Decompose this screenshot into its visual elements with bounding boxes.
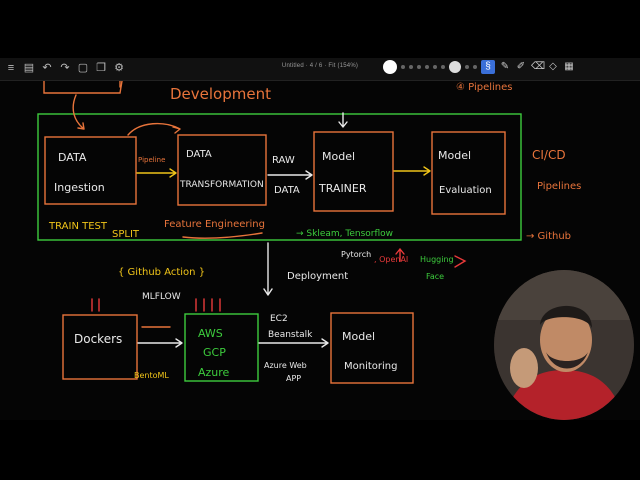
lasso-icon[interactable]: § <box>481 60 495 74</box>
azure-label: Azure <box>198 366 230 379</box>
data-ingestion-box <box>44 136 137 205</box>
model-evaluation-box <box>431 131 506 215</box>
deployment-label: Deployment <box>287 271 348 282</box>
eval-line2: Evaluation <box>439 185 492 196</box>
ingestion-line2: Ingestion <box>54 181 105 194</box>
toolbar-left-group: ≡ ▤ ↶ ↷ ▢ ❐ ⚙ <box>4 61 126 75</box>
pytorch-label: Pytorch <box>341 250 371 259</box>
eval-line1: Model <box>438 149 471 162</box>
pipelines-top-label: ④ Pipelines <box>456 82 513 93</box>
hugging-label: Hugging <box>420 255 454 264</box>
azure-web-label: Azure Web <box>264 361 307 370</box>
highlighter-icon[interactable]: ✐ <box>516 61 526 72</box>
copy-icon[interactable]: ❐ <box>96 62 106 74</box>
pen-size-swatch[interactable] <box>449 61 461 73</box>
train-test-line1: TRAIN TEST <box>48 221 108 232</box>
cicd-label: CI/CD <box>532 148 566 162</box>
train-test-line2: SPLIT <box>112 229 140 240</box>
color-swatch-3[interactable] <box>417 65 421 69</box>
gcp-label: GCP <box>203 346 226 359</box>
presenter-image <box>494 270 634 420</box>
toolbar-right-group: § ✎ ✐ ⌫ ◇ ▦ <box>383 60 575 74</box>
grid-icon[interactable]: ▦ <box>564 61 574 72</box>
page-icon[interactable]: ▢ <box>77 62 89 74</box>
pipeline-green-frame <box>37 113 522 241</box>
face-label: Face <box>426 272 444 281</box>
arrow-ingestion-to-transform <box>136 168 177 178</box>
feature-engineering-label: Feature Engineering <box>164 219 265 230</box>
model-monitoring-box <box>330 312 414 384</box>
app-label: APP <box>286 374 301 383</box>
pipeline-label: Pipeline <box>138 156 165 164</box>
app-toolbar: ≡ ▤ ↶ ↷ ▢ ❐ ⚙ Untitled · 4 / 6 · Fit (15… <box>0 58 640 81</box>
color-swatch-7[interactable] <box>465 65 469 69</box>
heading-development: Development <box>170 85 271 103</box>
feature-underline <box>182 232 263 239</box>
bottom-letterbox <box>0 420 640 480</box>
arrow-cloud-to-monitoring <box>258 338 329 348</box>
data-transformation-box <box>177 134 267 206</box>
color-swatch-1[interactable] <box>401 65 405 69</box>
undo-icon[interactable]: ↶ <box>42 62 52 74</box>
color-swatch-white[interactable] <box>383 60 397 74</box>
openai-label: , OpenAI <box>374 255 408 264</box>
arrow-transform-to-trainer <box>267 170 313 180</box>
dockers-label: Dockers <box>74 332 122 346</box>
arrow-down-trainer <box>338 112 348 128</box>
partial-box-top <box>43 81 123 94</box>
trainer-line2: TRAINER <box>318 182 367 195</box>
whiteboard-drawing: Development ④ Pipelines DATA Ingestion P… <box>37 81 581 384</box>
color-swatch-8[interactable] <box>473 65 477 69</box>
red-bracket <box>454 255 467 268</box>
arrow-into-ingestion <box>72 94 85 130</box>
eraser-icon[interactable]: ⌫ <box>531 61 546 72</box>
trainer-line1: Model <box>322 150 355 163</box>
ingestion-line1: DATA <box>58 151 87 164</box>
pen-icon[interactable]: ✎ <box>500 61 510 72</box>
raw-data-line1: RAW <box>272 155 295 166</box>
model-trainer-box <box>313 131 394 212</box>
raw-data-line2: DATA <box>274 185 300 196</box>
beanstalk-label: Beanstalk <box>268 330 313 340</box>
red-up-arrow <box>395 248 405 262</box>
color-swatch-2[interactable] <box>409 65 413 69</box>
redo-icon[interactable]: ↷ <box>60 62 70 74</box>
cloud-box <box>184 313 259 382</box>
note-icon[interactable]: ▤ <box>23 62 35 74</box>
transform-line2: TRANSFORMATION <box>179 180 264 190</box>
sklearn-label: → Skleam, Tensorflow <box>296 229 393 239</box>
cicd-pipelines-label: Pipelines <box>537 181 581 192</box>
mlflow-label: MLFLOW <box>142 292 181 302</box>
presenter-webcam <box>494 270 634 420</box>
arrow-docker-to-cloud <box>137 338 183 348</box>
ec2-label: EC2 <box>270 314 288 324</box>
settings-icon[interactable]: ⚙ <box>114 62 124 74</box>
shape-icon[interactable]: ◇ <box>549 61 557 72</box>
monitoring-line2: Monitoring <box>344 361 397 372</box>
dockers-box <box>62 314 138 380</box>
arrow-trainer-to-eval <box>393 166 431 176</box>
color-swatch-4[interactable] <box>425 65 429 69</box>
red-tick-marks <box>91 298 221 312</box>
color-swatch-6[interactable] <box>441 65 445 69</box>
menu-icon[interactable]: ≡ <box>7 62 15 74</box>
color-swatch-5[interactable] <box>433 65 437 69</box>
monitoring-line1: Model <box>342 330 375 343</box>
aws-label: AWS <box>198 327 223 340</box>
arrow-deployment <box>263 242 273 296</box>
github-action-label: { Github Action } <box>118 267 205 278</box>
github-label: → Github <box>526 231 571 242</box>
transform-line1: DATA <box>186 149 212 160</box>
bentoml-label: BentoML <box>134 371 169 380</box>
curved-arrow-pipeline <box>127 122 181 136</box>
